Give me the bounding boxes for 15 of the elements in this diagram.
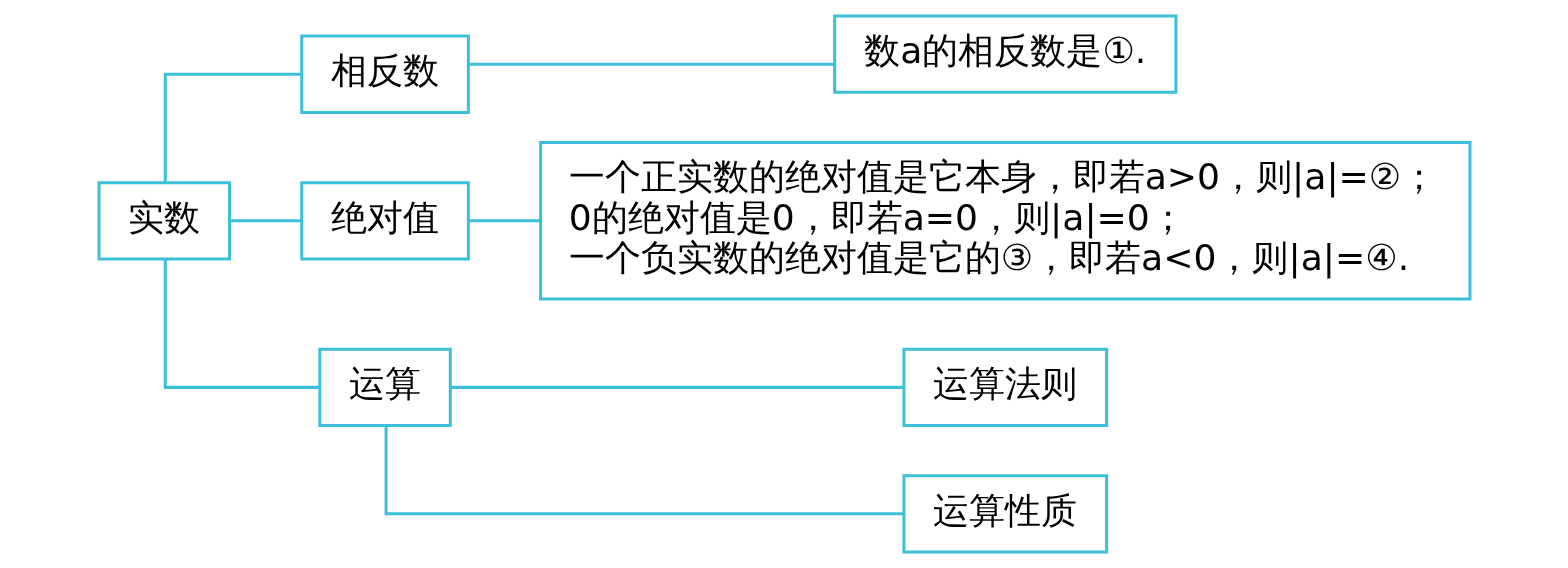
node-box: 实数 <box>97 181 231 261</box>
connector <box>384 426 904 516</box>
node-box: 运算性质 <box>901 474 1108 554</box>
connector <box>229 219 301 223</box>
connector <box>163 259 320 389</box>
node-box: 相反数 <box>299 34 470 114</box>
node-box: 数a的相反数是①. <box>832 14 1177 94</box>
connector <box>468 219 540 223</box>
connector <box>450 385 904 389</box>
node-box: 运算 <box>317 347 452 427</box>
node-box: 运算法则 <box>901 347 1108 427</box>
node-box: 绝对值 <box>299 181 470 261</box>
connector <box>468 62 834 66</box>
connector <box>163 72 301 183</box>
node-box: 一个正实数的绝对值是它本身，即若a>0，则|a|=②； 0的绝对值是0，即若a=0，则|a|=0； 一个负实数的绝对值是它的③，即若a<0，则|a|=④. <box>538 141 1471 301</box>
